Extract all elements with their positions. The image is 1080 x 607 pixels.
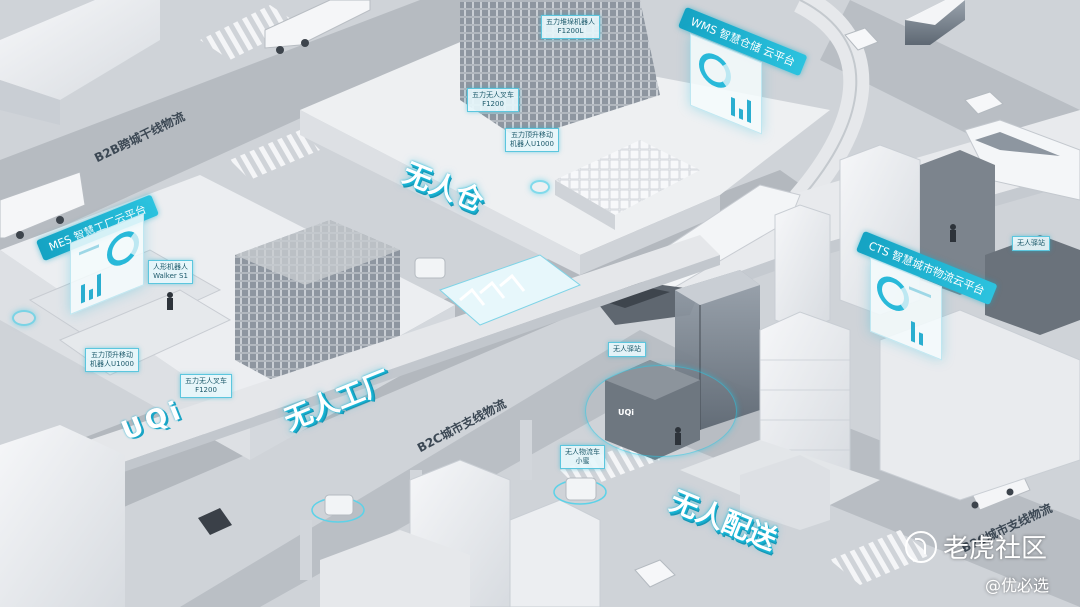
locker-station-right (985, 235, 1080, 335)
tag-station-center: 无人驿站 (608, 342, 646, 357)
truck-top-icon (264, 0, 371, 54)
tag-warehouse-jacking: 五力顶升移动机器人U1000 (505, 128, 559, 152)
train-top-icon (905, 0, 965, 45)
halo-factory (12, 310, 36, 326)
tag-factory-jacking: 五力顶升移动机器人U1000 (85, 348, 139, 372)
booth-logo: UQi (618, 408, 635, 417)
chevron-arrows-icon (439, 254, 582, 326)
car-top-right-icon (964, 91, 1004, 115)
watermark-logo-icon (905, 531, 937, 563)
halo-warehouse (530, 180, 550, 194)
tag-delivery-vehicle: 无人物流车小蜜 (560, 445, 605, 469)
agv-factory-icon (414, 257, 446, 279)
warehouse-boxes (555, 140, 700, 215)
tag-station-right: 无人驿站 (1012, 236, 1050, 251)
watermark-sub: @优必选 (985, 576, 1050, 595)
watermark-main: 老虎社区 (943, 534, 1048, 564)
car-bottom-icon (634, 559, 676, 588)
car-upper-icon (844, 27, 879, 51)
halo-station (585, 365, 737, 457)
agv-car-icon (311, 494, 365, 523)
delivery-van-icon (553, 477, 607, 505)
truck-left-icon (0, 171, 86, 239)
overpass (0, 235, 720, 505)
car-bottom-left-icon (198, 508, 232, 535)
